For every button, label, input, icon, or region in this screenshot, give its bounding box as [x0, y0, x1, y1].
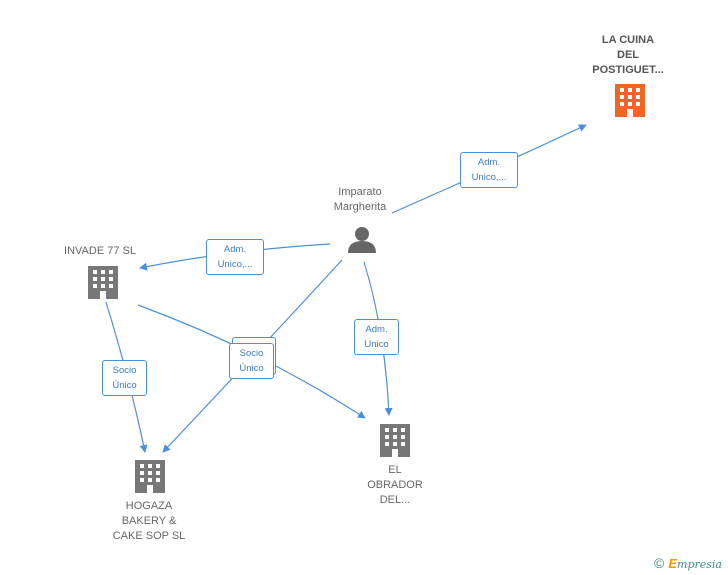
- edge-label-adm-obrador[interactable]: Adm. Unico: [354, 319, 399, 355]
- edge-label-adm-invade[interactable]: Adm. Unico,...: [206, 239, 264, 275]
- node-label-line: DEL: [617, 49, 639, 61]
- person-icon[interactable]: [348, 227, 376, 253]
- edge-label-line: Unico: [364, 339, 389, 350]
- node-label-person[interactable]: Imparato Margherita: [310, 185, 410, 215]
- node-label-line: POSTIGUET...: [592, 64, 664, 76]
- node-label-invade[interactable]: INVADE 77 SL: [50, 244, 150, 259]
- edge-label-line: Unico,...: [471, 172, 507, 183]
- building-icon-la-cuina[interactable]: [615, 84, 645, 117]
- node-label-hogaza[interactable]: HOGAZA BAKERY & CAKE SOP SL: [97, 499, 201, 544]
- node-label-line: LA CUINA: [601, 34, 655, 46]
- edge-label-line: Adm.: [223, 244, 247, 255]
- node-label-line: Imparato: [338, 186, 382, 198]
- edge-label-socio-center[interactable]: Socio Único: [229, 343, 274, 379]
- node-label-line: OBRADOR: [367, 479, 423, 491]
- edge-label-line: Único: [239, 363, 264, 374]
- footer-brand[interactable]: © Empresia: [654, 555, 722, 571]
- node-label-line: INVADE 77 SL: [64, 245, 136, 257]
- node-label-line: EL: [388, 464, 402, 476]
- edge-label-line: Socio: [112, 365, 137, 376]
- node-label-obrador[interactable]: EL OBRADOR DEL...: [345, 463, 445, 508]
- edge-label-adm-cuina[interactable]: Adm. Unico,...: [460, 152, 518, 188]
- edge-label-line: Socio: [239, 348, 264, 359]
- copyright-icon: ©: [654, 555, 665, 571]
- edge-label-line: Adm.: [365, 324, 388, 335]
- building-icon-hogaza[interactable]: [135, 460, 165, 493]
- edge-label-line: Adm.: [477, 157, 501, 168]
- node-label-line: DEL...: [379, 494, 411, 506]
- edge-label-socio-invade[interactable]: Socio Único: [102, 360, 147, 396]
- building-icon-obrador[interactable]: [380, 424, 410, 457]
- edge-label-line: Único: [112, 380, 137, 391]
- node-label-la-cuina[interactable]: LA CUINA DEL POSTIGUET...: [578, 33, 678, 78]
- node-label-line: CAKE SOP SL: [112, 530, 186, 542]
- edge-label-line: Unico,...: [217, 259, 253, 270]
- node-label-line: HOGAZA: [125, 500, 173, 512]
- building-icon-invade[interactable]: [88, 266, 118, 299]
- node-label-line: Margherita: [333, 201, 387, 213]
- node-label-line: BAKERY &: [121, 515, 177, 527]
- brand-logo: Empresia: [668, 555, 722, 571]
